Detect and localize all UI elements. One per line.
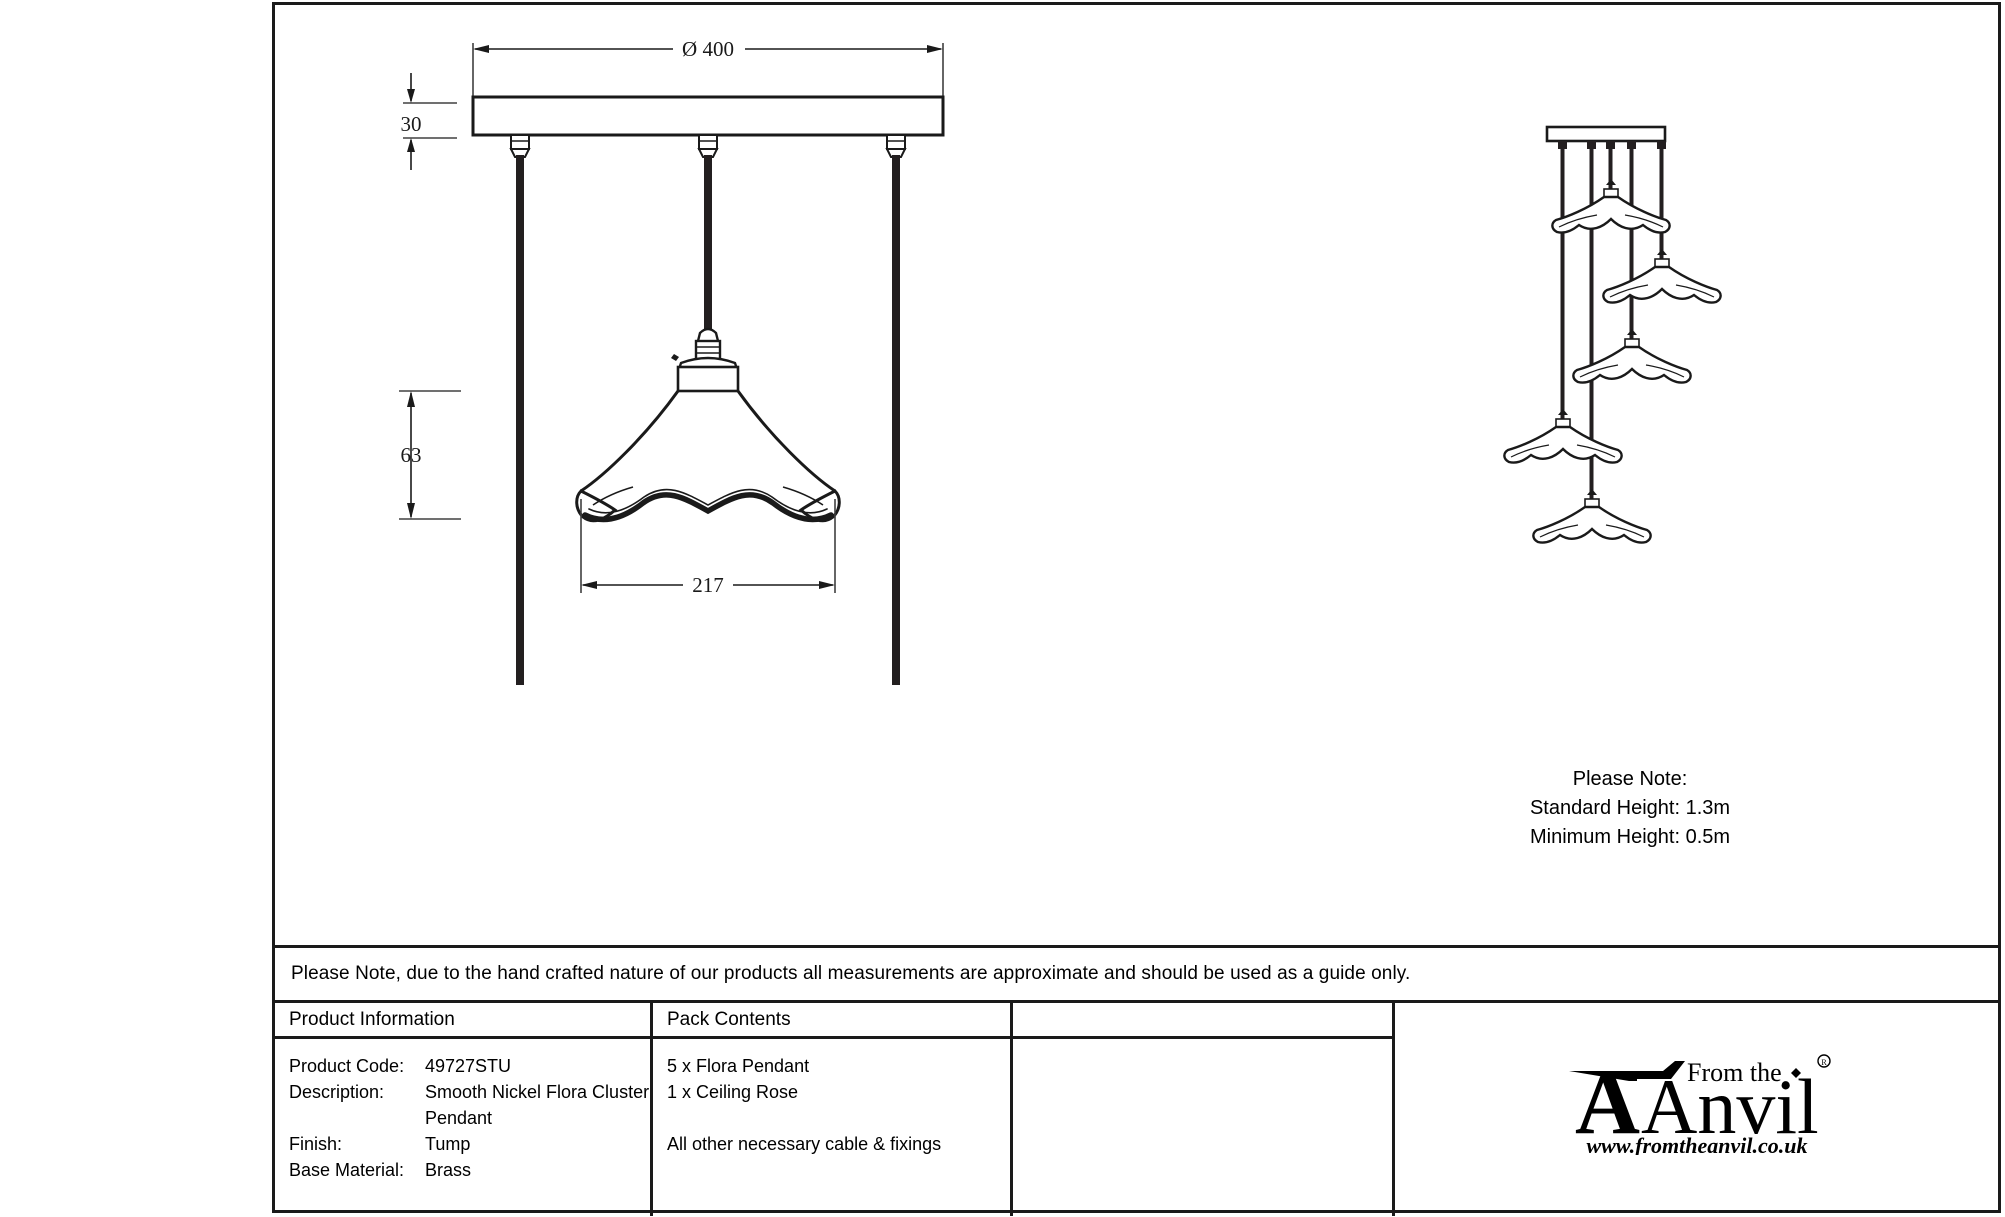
table-row: Finish: Tump [289, 1131, 650, 1157]
drawing-frame: Ø 400 30 [272, 2, 2001, 1216]
logo-text-top: From the [1687, 1058, 1782, 1087]
company-logo: A Anvil From the R www.fromtheanvil.co.u… [1563, 1047, 1831, 1160]
cluster-shade-5 [1602, 249, 1722, 304]
cluster-drop-3 [1606, 141, 1615, 191]
dimension-label-shade-height: 63 [401, 443, 422, 467]
cable-grip-center [697, 134, 719, 158]
ceiling-plate [471, 95, 945, 137]
base-material-label: Base Material: [289, 1160, 405, 1180]
product-information-body: Product Code: 49727STU Description: Smoo… [275, 1039, 650, 1183]
cluster-drop-1 [1558, 141, 1567, 421]
cluster-ceiling-rose [1545, 125, 1667, 143]
cable-center [704, 155, 712, 333]
lamp-holder [671, 327, 740, 393]
registered-trademark-letter: R [1821, 1058, 1827, 1067]
base-material-value: Brass [425, 1160, 472, 1180]
please-note-title: Please Note: [1572, 768, 1688, 790]
pack-contents-header: Pack Contents [653, 1003, 1010, 1039]
dimension-shade-height [399, 390, 461, 520]
cluster-shade-3 [1551, 179, 1671, 234]
technical-drawing-svg: Ø 400 30 [399, 37, 1722, 685]
disclaimer-strip: Please Note, due to the hand crafted nat… [275, 945, 1998, 1003]
please-note-standard-height: Standard Height: 1.3m [1529, 797, 1731, 819]
diamond-icon [1790, 1068, 1801, 1078]
dimension-label-plate-diameter: Ø 400 [682, 37, 734, 61]
dimension-shade-diameter [580, 499, 836, 593]
finish-label: Finish: [289, 1134, 343, 1154]
cluster-shade-2 [1532, 489, 1652, 544]
list-item: All other necessary cable & fixings [667, 1134, 942, 1154]
cable-left [516, 155, 524, 685]
registered-trademark-icon [1816, 1054, 1831, 1068]
from-the-anvil-logo-svg: A Anvil From the R www.fromtheanvil.co.u… [1568, 1054, 1831, 1158]
dimension-label-shade-diameter: 217 [692, 573, 724, 597]
description-value-continued: Pendant [425, 1108, 493, 1128]
blank-column [1013, 1003, 1395, 1216]
product-code-label: Product Code: [289, 1056, 405, 1076]
finish-value: Tump [425, 1134, 471, 1154]
pack-contents-body: 5 x Flora Pendant 1 x Ceiling Rose All o… [653, 1039, 1010, 1157]
logo-letter-a: A [1575, 1054, 1640, 1153]
pack-contents-column: Pack Contents 5 x Flora Pendant 1 x Ceil… [653, 1003, 1013, 1216]
table-row: Product Code: 49727STU [289, 1053, 650, 1079]
description-value: Smooth Nickel Flora Cluster [425, 1082, 650, 1102]
logo-url: www.fromtheanvil.co.uk [1586, 1133, 1807, 1155]
table-row: Base Material: Brass [289, 1157, 650, 1183]
table-row: Description: Smooth Nickel Flora Cluster [289, 1079, 650, 1105]
cable-right [892, 155, 900, 685]
logo-column: A Anvil From the R www.fromtheanvil.co.u… [1395, 1003, 1998, 1216]
dimension-plate-thickness [403, 73, 457, 170]
cluster-drop-2 [1587, 141, 1596, 501]
cluster-shade-4 [1572, 329, 1692, 384]
cluster-drop-4 [1627, 141, 1636, 341]
list-item: 1 x Ceiling Rose [667, 1082, 799, 1102]
product-information-column: Product Information Product Code: 49727S… [275, 1003, 653, 1216]
description-label: Description: [289, 1082, 385, 1102]
please-note-block: Please Note: Standard Height: 1.3m Minim… [1465, 765, 1795, 852]
disclaimer-text: Please Note, due to the hand crafted nat… [291, 963, 1411, 984]
dimension-label-plate-thickness: 30 [401, 112, 422, 136]
dimension-plate-diameter [472, 43, 944, 123]
logo-text-main: Anvil [1641, 1063, 1819, 1150]
flora-shade [575, 390, 841, 523]
drawing-area: Ø 400 30 [275, 5, 1998, 945]
cluster-shade-1 [1503, 409, 1623, 464]
blank-column-header [1013, 1003, 1392, 1039]
cluster-view [1503, 125, 1722, 544]
anvil-icon [1568, 1061, 1685, 1081]
blank-column-body [1013, 1039, 1392, 1053]
product-information-header: Product Information [275, 1003, 650, 1039]
list-item: 5 x Flora Pendant [667, 1056, 810, 1076]
cable-grip-left [509, 134, 531, 158]
cluster-drop-5 [1657, 141, 1666, 261]
info-table: Product Information Product Code: 49727S… [275, 1003, 1998, 1216]
pack-contents-spacer [667, 1105, 1010, 1131]
product-code-value: 49727STU [425, 1056, 512, 1076]
please-note-minimum-height: Minimum Height: 0.5m [1529, 826, 1731, 848]
cable-grip-right [885, 134, 907, 158]
